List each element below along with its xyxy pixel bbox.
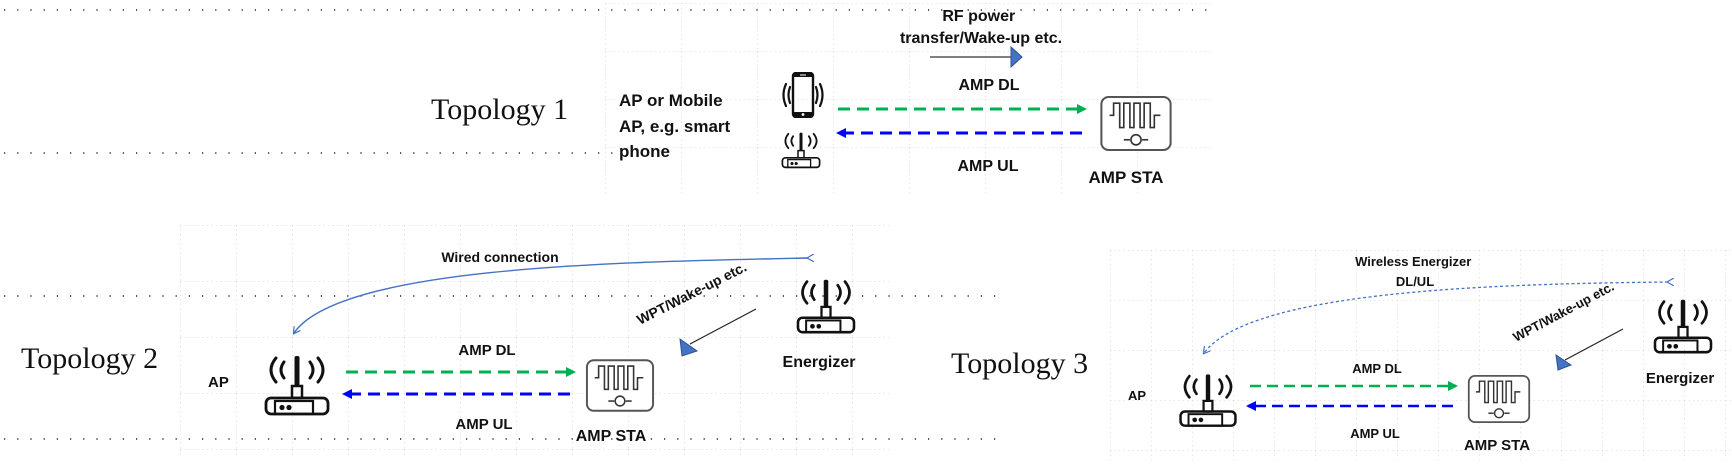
wireless-energizer-arrow [1204, 282, 1668, 353]
wired-connection-label: Wired connection [441, 249, 558, 265]
device-label-line: AP or Mobile [619, 91, 723, 110]
topology-1: Topology 1 AP or Mobile AP, e.g. smart p… [431, 8, 1172, 187]
topology-1-title: Topology 1 [431, 93, 568, 126]
ap-label: AP [208, 374, 229, 391]
amp-dl-label: AMP DL [958, 77, 1019, 94]
power-transfer-arrow [930, 45, 1023, 69]
amp-ul-label: AMP UL [957, 158, 1018, 175]
topology-2-title: Topology 2 [21, 342, 158, 375]
amp-dl-label: AMP DL [458, 342, 515, 359]
amp-sta-icon [1100, 96, 1172, 151]
ap-label: AP [1128, 388, 1146, 403]
link-label-line: DL/UL [1396, 274, 1434, 289]
amp-sta-icon [585, 359, 655, 412]
amp-sta-label: AMP STA [576, 428, 647, 445]
energizer-label: Energizer [1646, 370, 1715, 387]
amp-sta-label: AMP STA [1089, 168, 1164, 187]
amp-sta-icon [1467, 374, 1531, 424]
wpt-arrow [679, 308, 757, 357]
device-label-line: AP, e.g. smart [619, 117, 731, 136]
wired-connection-arrow [294, 258, 808, 333]
link-label-line: Wireless Energizer [1355, 254, 1471, 269]
power-label-line: RF power [942, 8, 1015, 25]
device-label-line: phone [619, 142, 670, 161]
energizer-label: Energizer [783, 354, 856, 371]
power-label-line: transfer/Wake-up etc. [900, 30, 1062, 47]
topology-1-device-label: AP or Mobile AP, e.g. smart phone [619, 91, 735, 161]
amp-sta-label: AMP STA [1464, 437, 1530, 454]
amp-dl-label: AMP DL [1352, 361, 1402, 376]
power-transfer-label: RF power transfer/Wake-up etc. [900, 8, 1062, 47]
topology-3-title: Topology 3 [951, 347, 1088, 380]
amp-ul-label: AMP UL [1350, 426, 1400, 441]
wpt-arrow [1555, 328, 1624, 371]
amp-ul-label: AMP UL [455, 416, 512, 433]
